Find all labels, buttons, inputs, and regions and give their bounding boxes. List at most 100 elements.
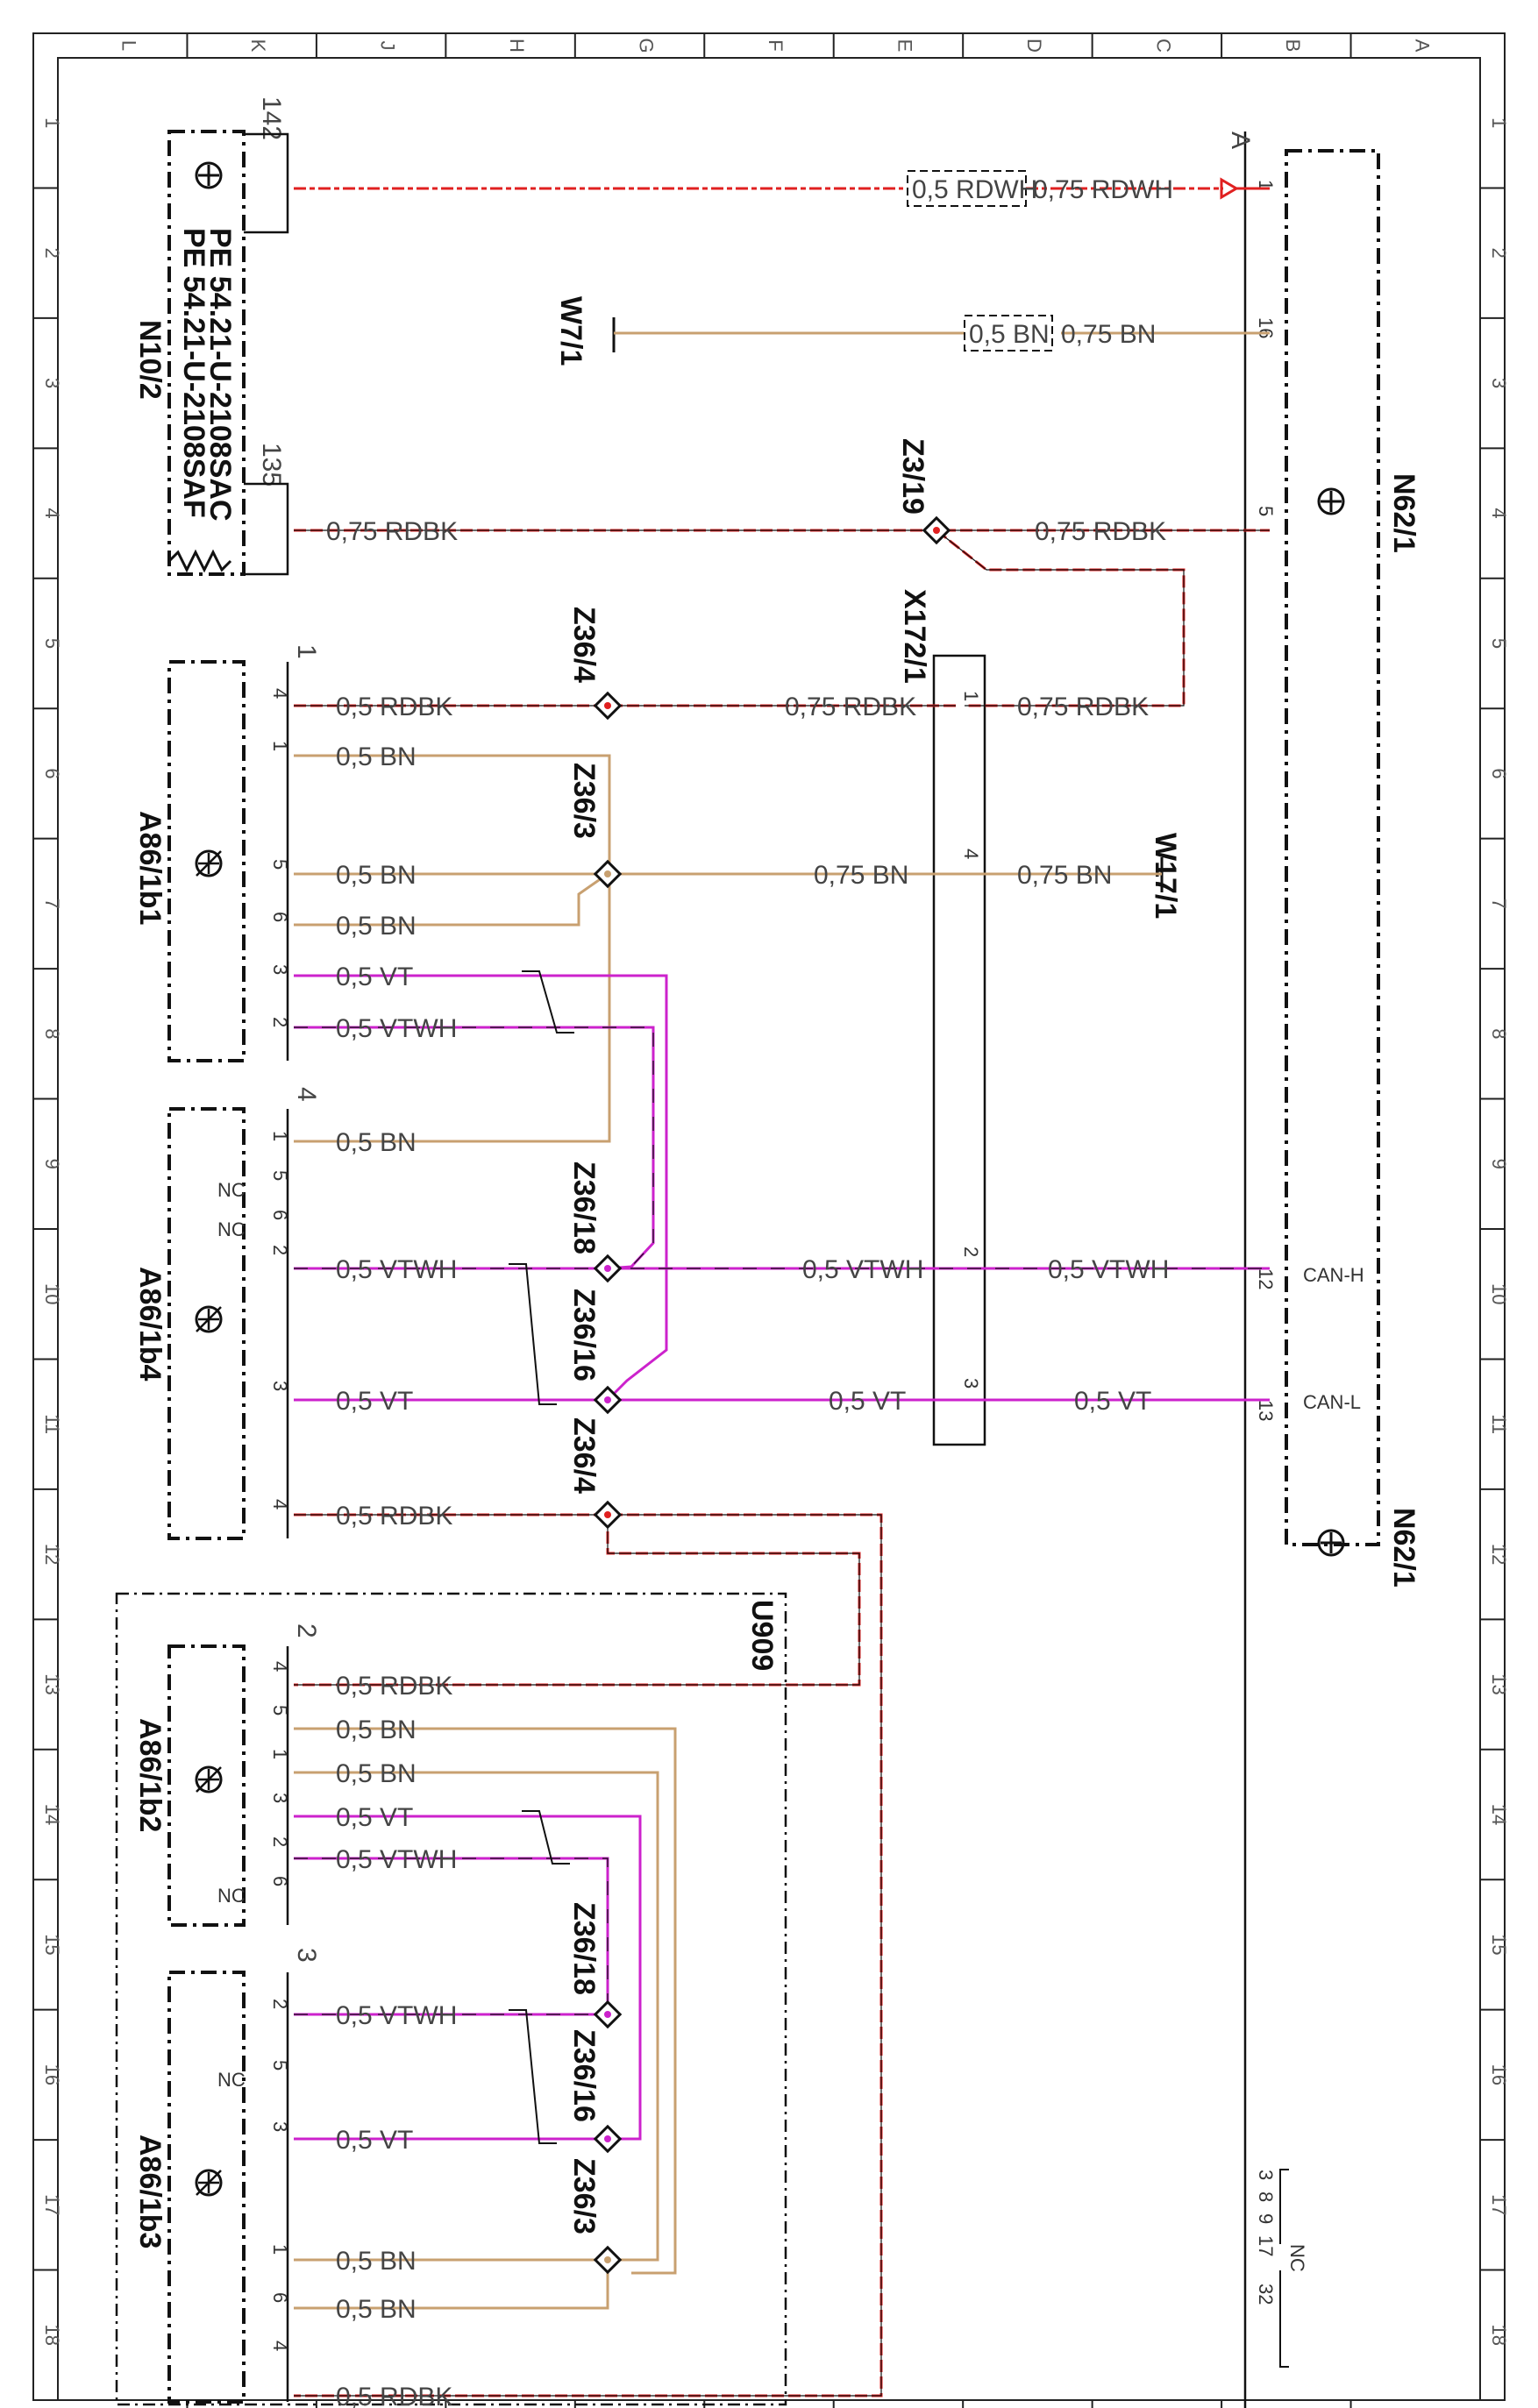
a86-1b2-outline	[167, 1644, 246, 1927]
a86-1b3-conn: 3	[292, 1948, 321, 1963]
ground-symbol-icon	[1317, 487, 1345, 515]
splice-z36-18a[interactable]	[593, 1254, 623, 1283]
n62-1-pin-9: 9	[1255, 2213, 1277, 2224]
a86-1b4-outline	[167, 1107, 246, 1540]
component-a86-1b2[interactable]: 2 A86/1b2 4 5 1 3 2 6 NC	[133, 1623, 321, 1927]
splice-z36-16b[interactable]	[593, 2124, 623, 2154]
wire-vt[interactable]	[294, 974, 668, 1402]
grid-row-label: 6	[1488, 768, 1510, 778]
a86-1b2-label: A86/1b2	[133, 1718, 167, 1832]
n62-1-pin-13: 13	[1255, 1400, 1277, 1421]
a86-1b3-outline	[167, 1971, 246, 2404]
n10-2-outline	[167, 130, 246, 576]
connector-x172-1[interactable]: X172/1 1 4 2 3	[898, 589, 986, 1446]
n62-1-unused-pins[interactable]: 3 8 9 17 32 NC	[1255, 2169, 1308, 2368]
a86-1b1-pin-6: 6	[269, 912, 291, 922]
splice-label-z36-16b: Z36/16	[567, 2029, 601, 2122]
splice-z36-3a[interactable]	[593, 859, 623, 889]
splice-z36-18b[interactable]	[593, 2000, 623, 2029]
grid-row-label: 9	[41, 1159, 63, 1169]
wire-label: 0,5 VTWH	[802, 1255, 923, 1284]
u909-outline	[115, 1592, 787, 2406]
grid-row-label: 13	[41, 1673, 63, 1694]
grid-row-label: 7	[41, 899, 63, 909]
splice-label-z36-16a: Z36/16	[567, 1289, 601, 1382]
wire-label: 0,75 BN	[1017, 861, 1112, 890]
splice-label-z36-4a: Z36/4	[567, 607, 601, 683]
wire-vtwh[interactable]	[294, 1857, 609, 2014]
can-h-label: CAN-H	[1303, 1264, 1364, 1286]
splice-z36-3b[interactable]	[593, 2245, 623, 2275]
grid-row-label: 6	[41, 768, 63, 778]
wire-label: 0,75 RDBK	[326, 517, 458, 546]
wire-vtwh-stripe	[294, 1026, 654, 1269]
wire-label: 0,5 BN	[336, 2247, 417, 2276]
wire-bn[interactable]	[294, 1727, 677, 2275]
wire-vt[interactable]	[294, 1815, 642, 2141]
wire-label: 0,75 RDBK	[1035, 517, 1166, 546]
wire-label: 0,5 BN	[336, 2295, 417, 2324]
wire-label-box	[964, 315, 1053, 352]
sensor-symbol-icon	[195, 1765, 223, 1794]
a86-1b2-pin-6: 6	[269, 1876, 291, 1886]
splice-z36-4b[interactable]	[593, 1500, 623, 1530]
wire-label: 0,5 BN	[336, 861, 417, 890]
a86-1b4-nc-6: NC	[217, 1218, 246, 1240]
a86-1b4-pin-4: 4	[269, 1499, 291, 1509]
a86-1b1-conn: 1	[292, 644, 321, 659]
a86-1b1-pin-3: 3	[269, 964, 291, 975]
twist-marker-icon	[522, 1810, 570, 1865]
n62-1-nc-label: NC	[1286, 2244, 1308, 2272]
wire-bn[interactable]	[294, 754, 611, 1143]
grid-row-label: 17	[1488, 2194, 1510, 2215]
component-n10-2[interactable]: PE 54.21-U-2108SAC PE 54.21-U-2108SAF N1…	[133, 96, 289, 576]
wire-labels: 0,5 RDWH 0,75 RDWH 0,5 BN 0,75 BN 0,75 R…	[326, 175, 1173, 2408]
component-a86-1b1[interactable]: 1 A86/1b1 4 1 5 6 3 2	[133, 644, 321, 1062]
grid-row-label: 10	[1488, 1283, 1510, 1304]
x172-1-pin-1: 1	[960, 691, 982, 701]
wire-label: 0,5 RDBK	[336, 2383, 452, 2408]
grid-column-label: L	[118, 40, 140, 51]
sensor-symbol-icon	[195, 2169, 223, 2197]
wire-bn[interactable]	[294, 2260, 609, 2310]
a86-1b2-pin-1: 1	[269, 1749, 291, 1759]
grid-row-label: 11	[1488, 1414, 1510, 1434]
wire-label: 0,5 VT	[336, 962, 413, 991]
wire-label: 0,5 VTWH	[336, 1014, 457, 1043]
grid-row-label: 15	[1488, 1934, 1510, 1955]
component-a86-1b4[interactable]: 4 A86/1b4 1 5 6 2 3 4 NC NC	[133, 1087, 321, 1540]
splice-z36-16a[interactable]	[593, 1385, 623, 1415]
n62-1-pin-8: 8	[1255, 2191, 1277, 2202]
wire-rdbk[interactable]	[936, 529, 1186, 707]
splice-z36-4a[interactable]	[593, 691, 623, 721]
wire-label: 0,5 VTWH	[336, 1845, 457, 1874]
a86-1b2-pin-3: 3	[269, 1793, 291, 1803]
a86-1b1-pin-4: 4	[269, 688, 291, 699]
splice-z3-19[interactable]	[922, 515, 951, 545]
grid-row-label: 4	[41, 508, 63, 518]
component-a86-1b3[interactable]: 3 A86/1b3 2 5 3 1 6 4 NC	[133, 1948, 321, 2404]
grid-row-label: 2	[41, 248, 63, 259]
grid-row-label: 8	[1488, 1028, 1510, 1039]
grid-row-label: 4	[1488, 508, 1510, 518]
wire-bn[interactable]	[294, 1771, 659, 2262]
a86-1b3-nc-5: NC	[217, 2069, 246, 2091]
wire-bn[interactable]	[294, 872, 609, 927]
a86-1b4-pin-3: 3	[269, 1381, 291, 1391]
wire-label: 0,5 BN	[336, 912, 417, 941]
wire-label: 0,5 VT	[336, 1387, 413, 1416]
sensor-symbol-icon	[195, 1305, 223, 1333]
wire-layer	[294, 177, 1270, 2397]
wire-label: 0,5 VTWH	[336, 2001, 457, 2030]
can-l-label: CAN-L	[1303, 1391, 1361, 1413]
grid-column-label: F	[765, 39, 787, 51]
component-u909[interactable]: U909	[115, 1592, 787, 2406]
a86-1b1-pin-1: 1	[269, 741, 291, 751]
grid-row-label: 1	[41, 117, 63, 128]
grid-column-label: C	[1152, 39, 1174, 53]
wire-label: 0,5 VTWH	[1048, 1255, 1169, 1284]
wire-label: 0,5 RDBK	[336, 693, 452, 721]
grid-row-label: 2	[1488, 248, 1510, 259]
a86-1b3-pin-3: 3	[269, 2121, 291, 2132]
